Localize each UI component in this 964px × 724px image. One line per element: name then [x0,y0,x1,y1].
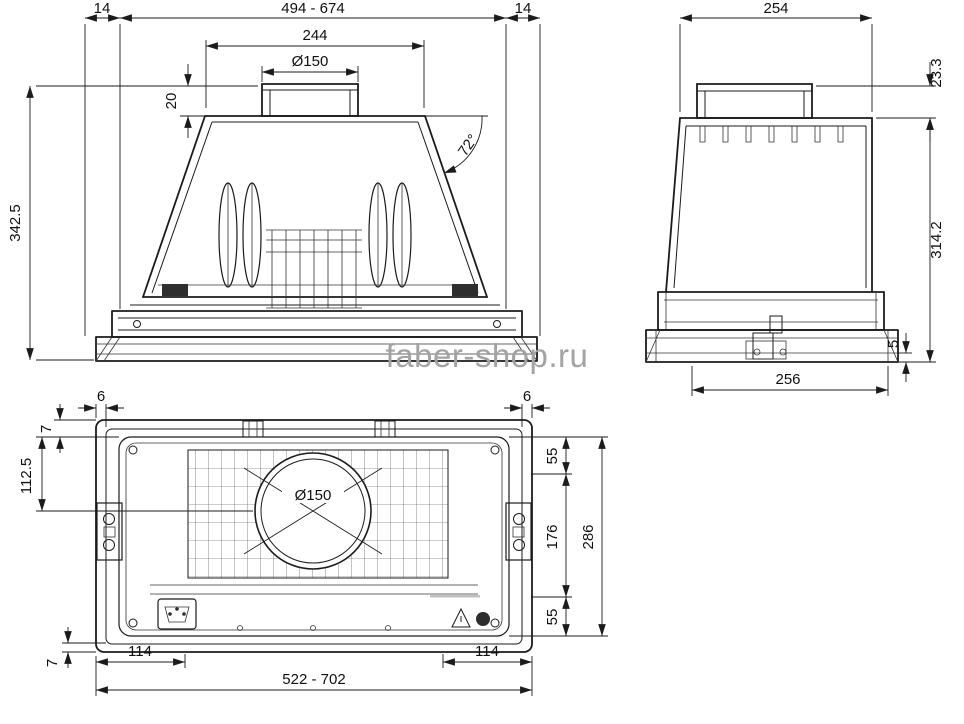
side-view-dimensions: 254 23.3 314.2 5 256 [679,0,945,396]
front-view-dimensions: 14 494 - 674 14 244 Ø150 20 342.5 72° [7,0,541,361]
dim-duct-diameter-front: Ø150 [292,53,329,70]
dim-body-height: 314.2 [928,221,945,259]
dim-bottom-depth: 256 [775,371,800,388]
top-tab-left [242,420,264,438]
dim-depth-total: 286 [580,524,597,549]
side-bracket-right [505,502,532,561]
duct-hole: Ø150 [243,452,383,570]
dim-rim-left: 6 [97,388,105,405]
dim-flange-right: 14 [515,0,532,17]
watermark-text: faber-shop.ru [386,337,589,374]
dim-frame-lip: 5 [885,340,902,348]
dim-bracket-right: 114 [475,643,499,660]
rating-label [430,595,490,628]
dim-rim-top: 7 [38,425,55,433]
power-inlet [157,598,197,630]
mounting-bracket [745,315,787,360]
dim-overall-width-range-bottom: 522 - 702 [282,671,345,688]
side-view [645,83,899,363]
blower-coil-right [368,182,412,288]
blower-coil-left [218,182,262,288]
front-view [95,83,538,362]
dim-holes-span: 176 [544,524,561,549]
dim-duct-offset: 23.3 [928,58,945,87]
dim-duct-height: 20 [163,93,180,110]
dim-overall-width-range: 494 - 674 [281,0,344,17]
dim-bracket-left: 114 [128,643,152,660]
dim-overall-height: 342.5 [7,204,24,242]
dim-rim-bottom: 7 [44,659,61,667]
bottom-view-dimensions: 6 6 7 112.5 55 176 55 286 114 114 522 - … [18,388,608,696]
motor-mount-left [162,284,188,296]
dim-holes-top: 55 [544,448,561,465]
dim-rim-right: 6 [523,388,531,405]
dim-center-offset: 112.5 [18,458,35,494]
dim-top-width: 244 [302,27,327,44]
motor-mount-right [452,284,478,296]
top-tab-right [374,420,396,438]
side-bracket-left [96,502,123,561]
dim-top-depth: 254 [763,0,788,17]
bottom-view: Ø150 [95,419,533,653]
dim-side-angle: 72° [455,131,482,159]
dim-duct-diameter-bottom: Ø150 [295,487,332,504]
dim-flange-left: 14 [94,0,111,17]
dim-holes-bottom: 55 [544,609,561,626]
